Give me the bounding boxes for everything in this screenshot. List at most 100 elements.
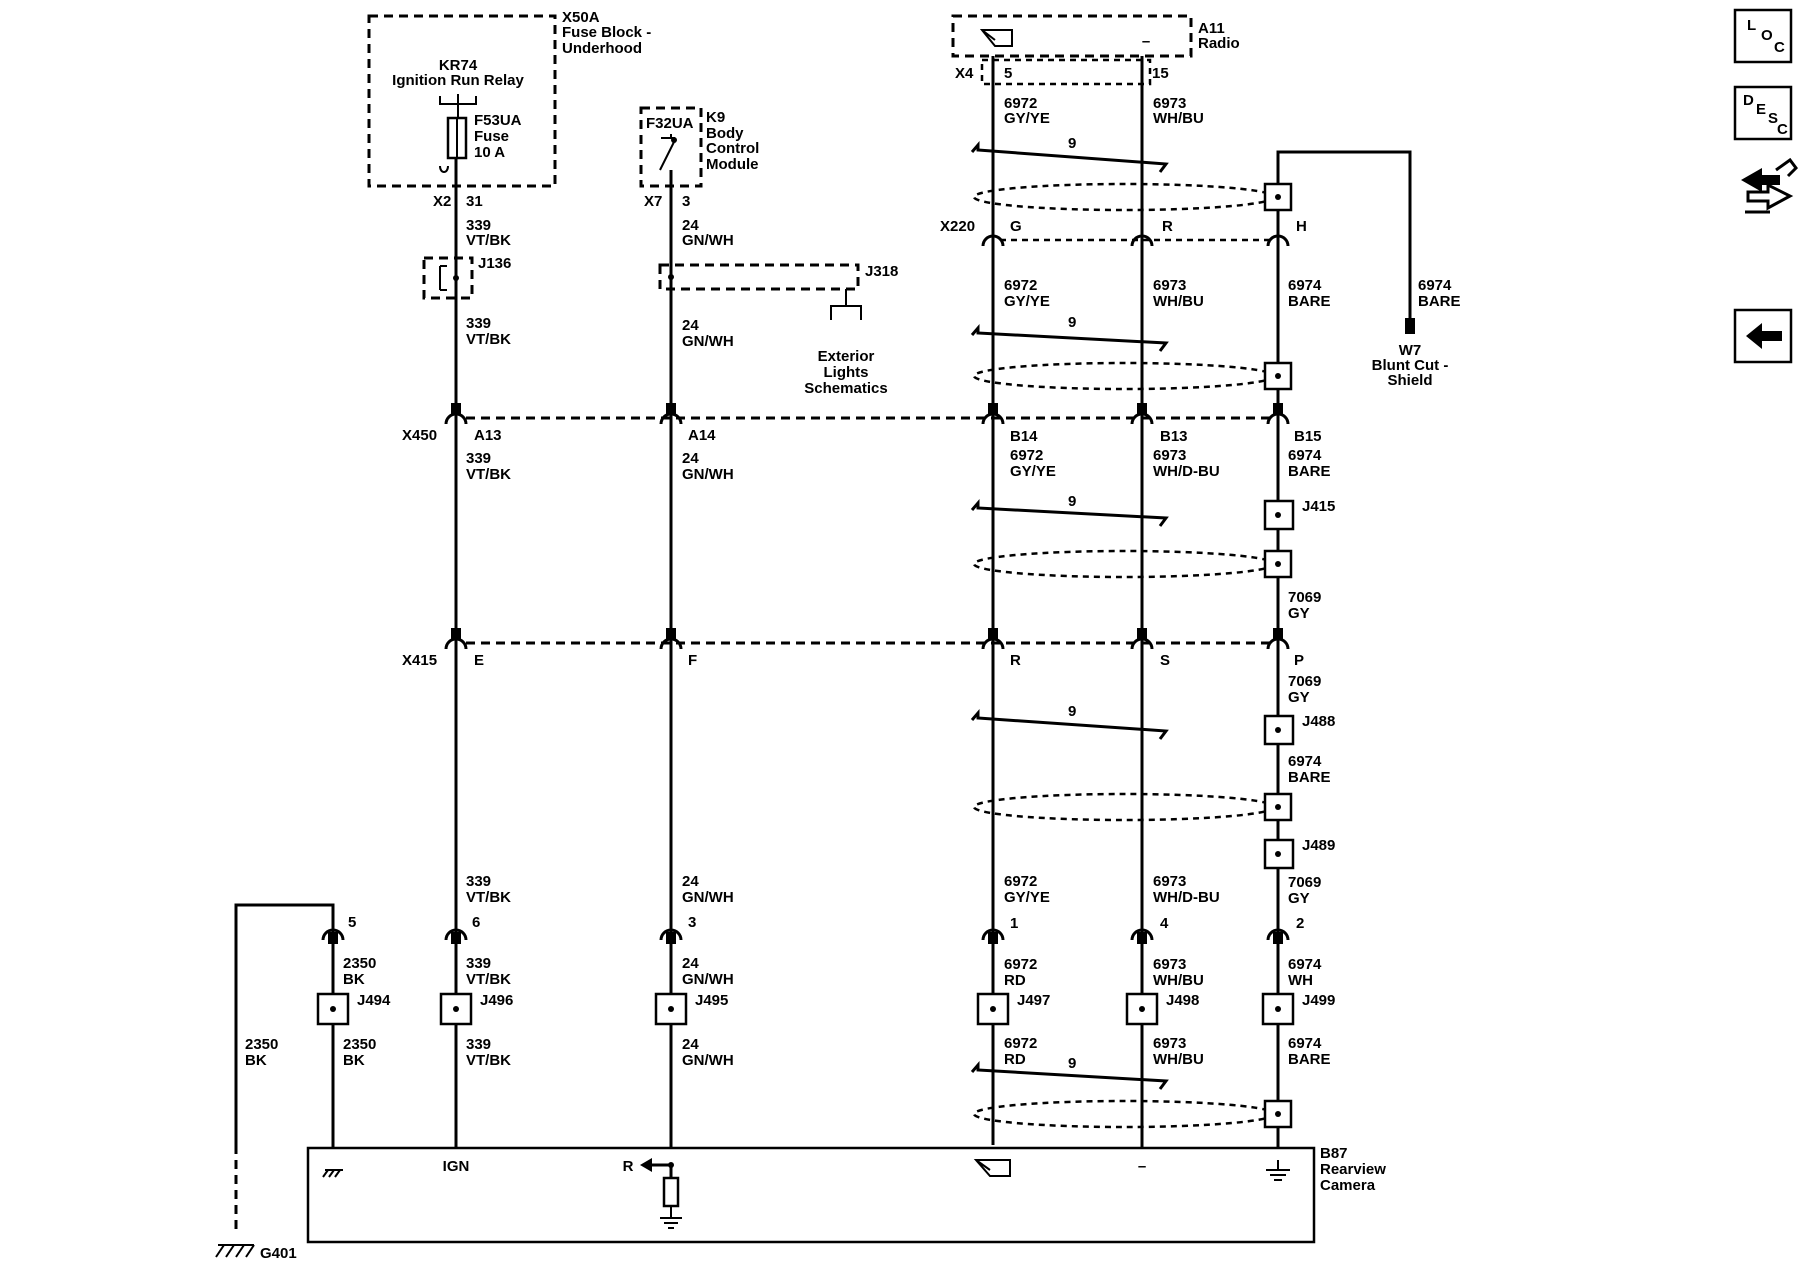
nav-loc-a: L bbox=[1747, 17, 1756, 34]
wire-label: 6973 bbox=[1153, 447, 1186, 464]
b87-id: B87 bbox=[1320, 1145, 1348, 1162]
nav-desc-b: E bbox=[1756, 101, 1766, 118]
wire-label: GY bbox=[1288, 605, 1310, 622]
b87-rearview-camera: B87 Rearview Camera IGN R – bbox=[306, 1145, 1386, 1244]
f32ua-id: F32UA bbox=[646, 115, 694, 132]
kr74-id: KR74 bbox=[439, 57, 478, 74]
x220-g: G bbox=[1010, 218, 1022, 235]
wire-label: GY bbox=[1288, 689, 1310, 706]
kr74-name: Ignition Run Relay bbox=[392, 72, 524, 89]
x450-b14: B14 bbox=[1010, 428, 1038, 445]
j495-label: J495 bbox=[695, 992, 728, 1009]
bottom-splices: J494 J496 J495 J497 J498 J499 bbox=[316, 992, 1335, 1026]
g401-label: G401 bbox=[260, 1245, 297, 1262]
wire-label: VT/BK bbox=[466, 331, 511, 348]
x50a-fuse-block: X50A Fuse Block - Underhood KR74 Ignitio… bbox=[367, 9, 651, 188]
arrow-left-icon bbox=[640, 1158, 652, 1172]
x4-name: X4 bbox=[955, 65, 974, 82]
b87-l1: Rearview bbox=[1320, 1161, 1386, 1178]
back-button[interactable] bbox=[1733, 308, 1793, 364]
j489-label: J489 bbox=[1302, 837, 1335, 854]
w7-l1: Blunt Cut - bbox=[1372, 357, 1449, 374]
nav-description-button[interactable]: D E S C bbox=[1733, 85, 1793, 141]
x50a-name1: Fuse Block - bbox=[562, 24, 651, 41]
exterior-l2: Lights bbox=[824, 364, 869, 381]
ground-icon bbox=[1266, 1160, 1290, 1181]
radio-minus: – bbox=[1142, 33, 1150, 50]
wire-label: 6972 bbox=[1004, 1035, 1037, 1052]
chassis-ground-icon bbox=[215, 1244, 255, 1258]
a11-name: Radio bbox=[1198, 35, 1240, 52]
ground-icon bbox=[660, 1206, 682, 1229]
j497-label: J497 bbox=[1017, 992, 1050, 1009]
wire-label: 6974 bbox=[1288, 277, 1322, 294]
wire-label: 24 bbox=[682, 450, 699, 467]
signal-icon bbox=[979, 29, 1013, 47]
b87-minus: – bbox=[1138, 1158, 1146, 1175]
pin-3: 3 bbox=[688, 914, 696, 931]
j499-label: J499 bbox=[1302, 992, 1335, 1009]
connector-tool-icon[interactable] bbox=[1741, 157, 1798, 214]
chassis-ground-icon bbox=[322, 1169, 343, 1178]
wire-label: 6974 bbox=[1288, 447, 1322, 464]
wire-label: 7069 bbox=[1288, 673, 1321, 690]
wire-w7-drain bbox=[1276, 150, 1412, 322]
nav-desc-a: D bbox=[1743, 92, 1754, 109]
wire-label: 6973 bbox=[1153, 277, 1186, 294]
x7-name: X7 bbox=[644, 193, 662, 210]
x415-f: F bbox=[688, 652, 697, 669]
w7-l2: Shield bbox=[1387, 372, 1432, 389]
f53ua-l1: Fuse bbox=[474, 128, 509, 145]
wire-label: WH/D-BU bbox=[1153, 463, 1220, 480]
twist-label-1: 9 bbox=[1068, 135, 1076, 152]
pin-4: 4 bbox=[1160, 915, 1169, 932]
j496-label: J496 bbox=[480, 992, 513, 1009]
x7-pin: 3 bbox=[682, 193, 690, 210]
wire-label: RD bbox=[1004, 972, 1026, 989]
pin-1: 1 bbox=[1010, 915, 1018, 932]
j318-label: J318 bbox=[865, 263, 898, 280]
wire-label: 339 bbox=[466, 873, 491, 890]
twist-label-5: 9 bbox=[1068, 1055, 1076, 1072]
wire-label: WH/BU bbox=[1153, 110, 1204, 127]
f53ua-l2: 10 A bbox=[474, 144, 505, 161]
x450-b13: B13 bbox=[1160, 428, 1188, 445]
x4-pin-a: 5 bbox=[1004, 65, 1012, 82]
j136-label: J136 bbox=[478, 255, 511, 272]
x4-pin-b: 15 bbox=[1152, 65, 1169, 82]
b87-l2: Camera bbox=[1320, 1177, 1376, 1194]
wire-label: 6972 bbox=[1010, 447, 1043, 464]
wire-label: VT/BK bbox=[466, 889, 511, 906]
x415-r: R bbox=[1010, 652, 1021, 669]
wire-label: 6973 bbox=[1153, 956, 1186, 973]
nav-desc-d: C bbox=[1777, 121, 1788, 138]
j498-label: J498 bbox=[1166, 992, 1199, 1009]
a11-id: A11 bbox=[1198, 20, 1225, 37]
x415-connector: X415 E F R S P bbox=[402, 628, 1304, 669]
wire-label: 7069 bbox=[1288, 874, 1321, 891]
wire-label: 339 bbox=[466, 217, 491, 234]
x415-e: E bbox=[474, 652, 484, 669]
wire-label: GN/WH bbox=[682, 466, 734, 483]
f53ua-id: F53UA bbox=[474, 112, 522, 129]
wire-label: GN/WH bbox=[682, 333, 734, 350]
x220-r: R bbox=[1162, 218, 1173, 235]
wire-label: GY/YE bbox=[1004, 110, 1050, 127]
nav-desc-c: S bbox=[1768, 110, 1778, 127]
pin-6: 6 bbox=[472, 914, 480, 931]
wire-label: BARE bbox=[1288, 463, 1331, 480]
x415-p: P bbox=[1294, 652, 1304, 669]
exterior-l1: Exterior bbox=[818, 348, 875, 365]
wire-label: 2350 bbox=[343, 955, 376, 972]
pin-ign: IGN bbox=[443, 1158, 470, 1175]
wire-label: BK bbox=[343, 1052, 365, 1069]
x450-a13: A13 bbox=[474, 427, 502, 444]
wire-label: GY/YE bbox=[1004, 293, 1050, 310]
wire-label: 339 bbox=[466, 1036, 491, 1053]
x50a-name2: Underhood bbox=[562, 40, 642, 57]
wire-label: 24 bbox=[682, 317, 699, 334]
wire-label: BARE bbox=[1288, 769, 1331, 786]
nav-location-button[interactable]: L O C bbox=[1733, 8, 1793, 64]
j488-label: J488 bbox=[1302, 713, 1335, 730]
